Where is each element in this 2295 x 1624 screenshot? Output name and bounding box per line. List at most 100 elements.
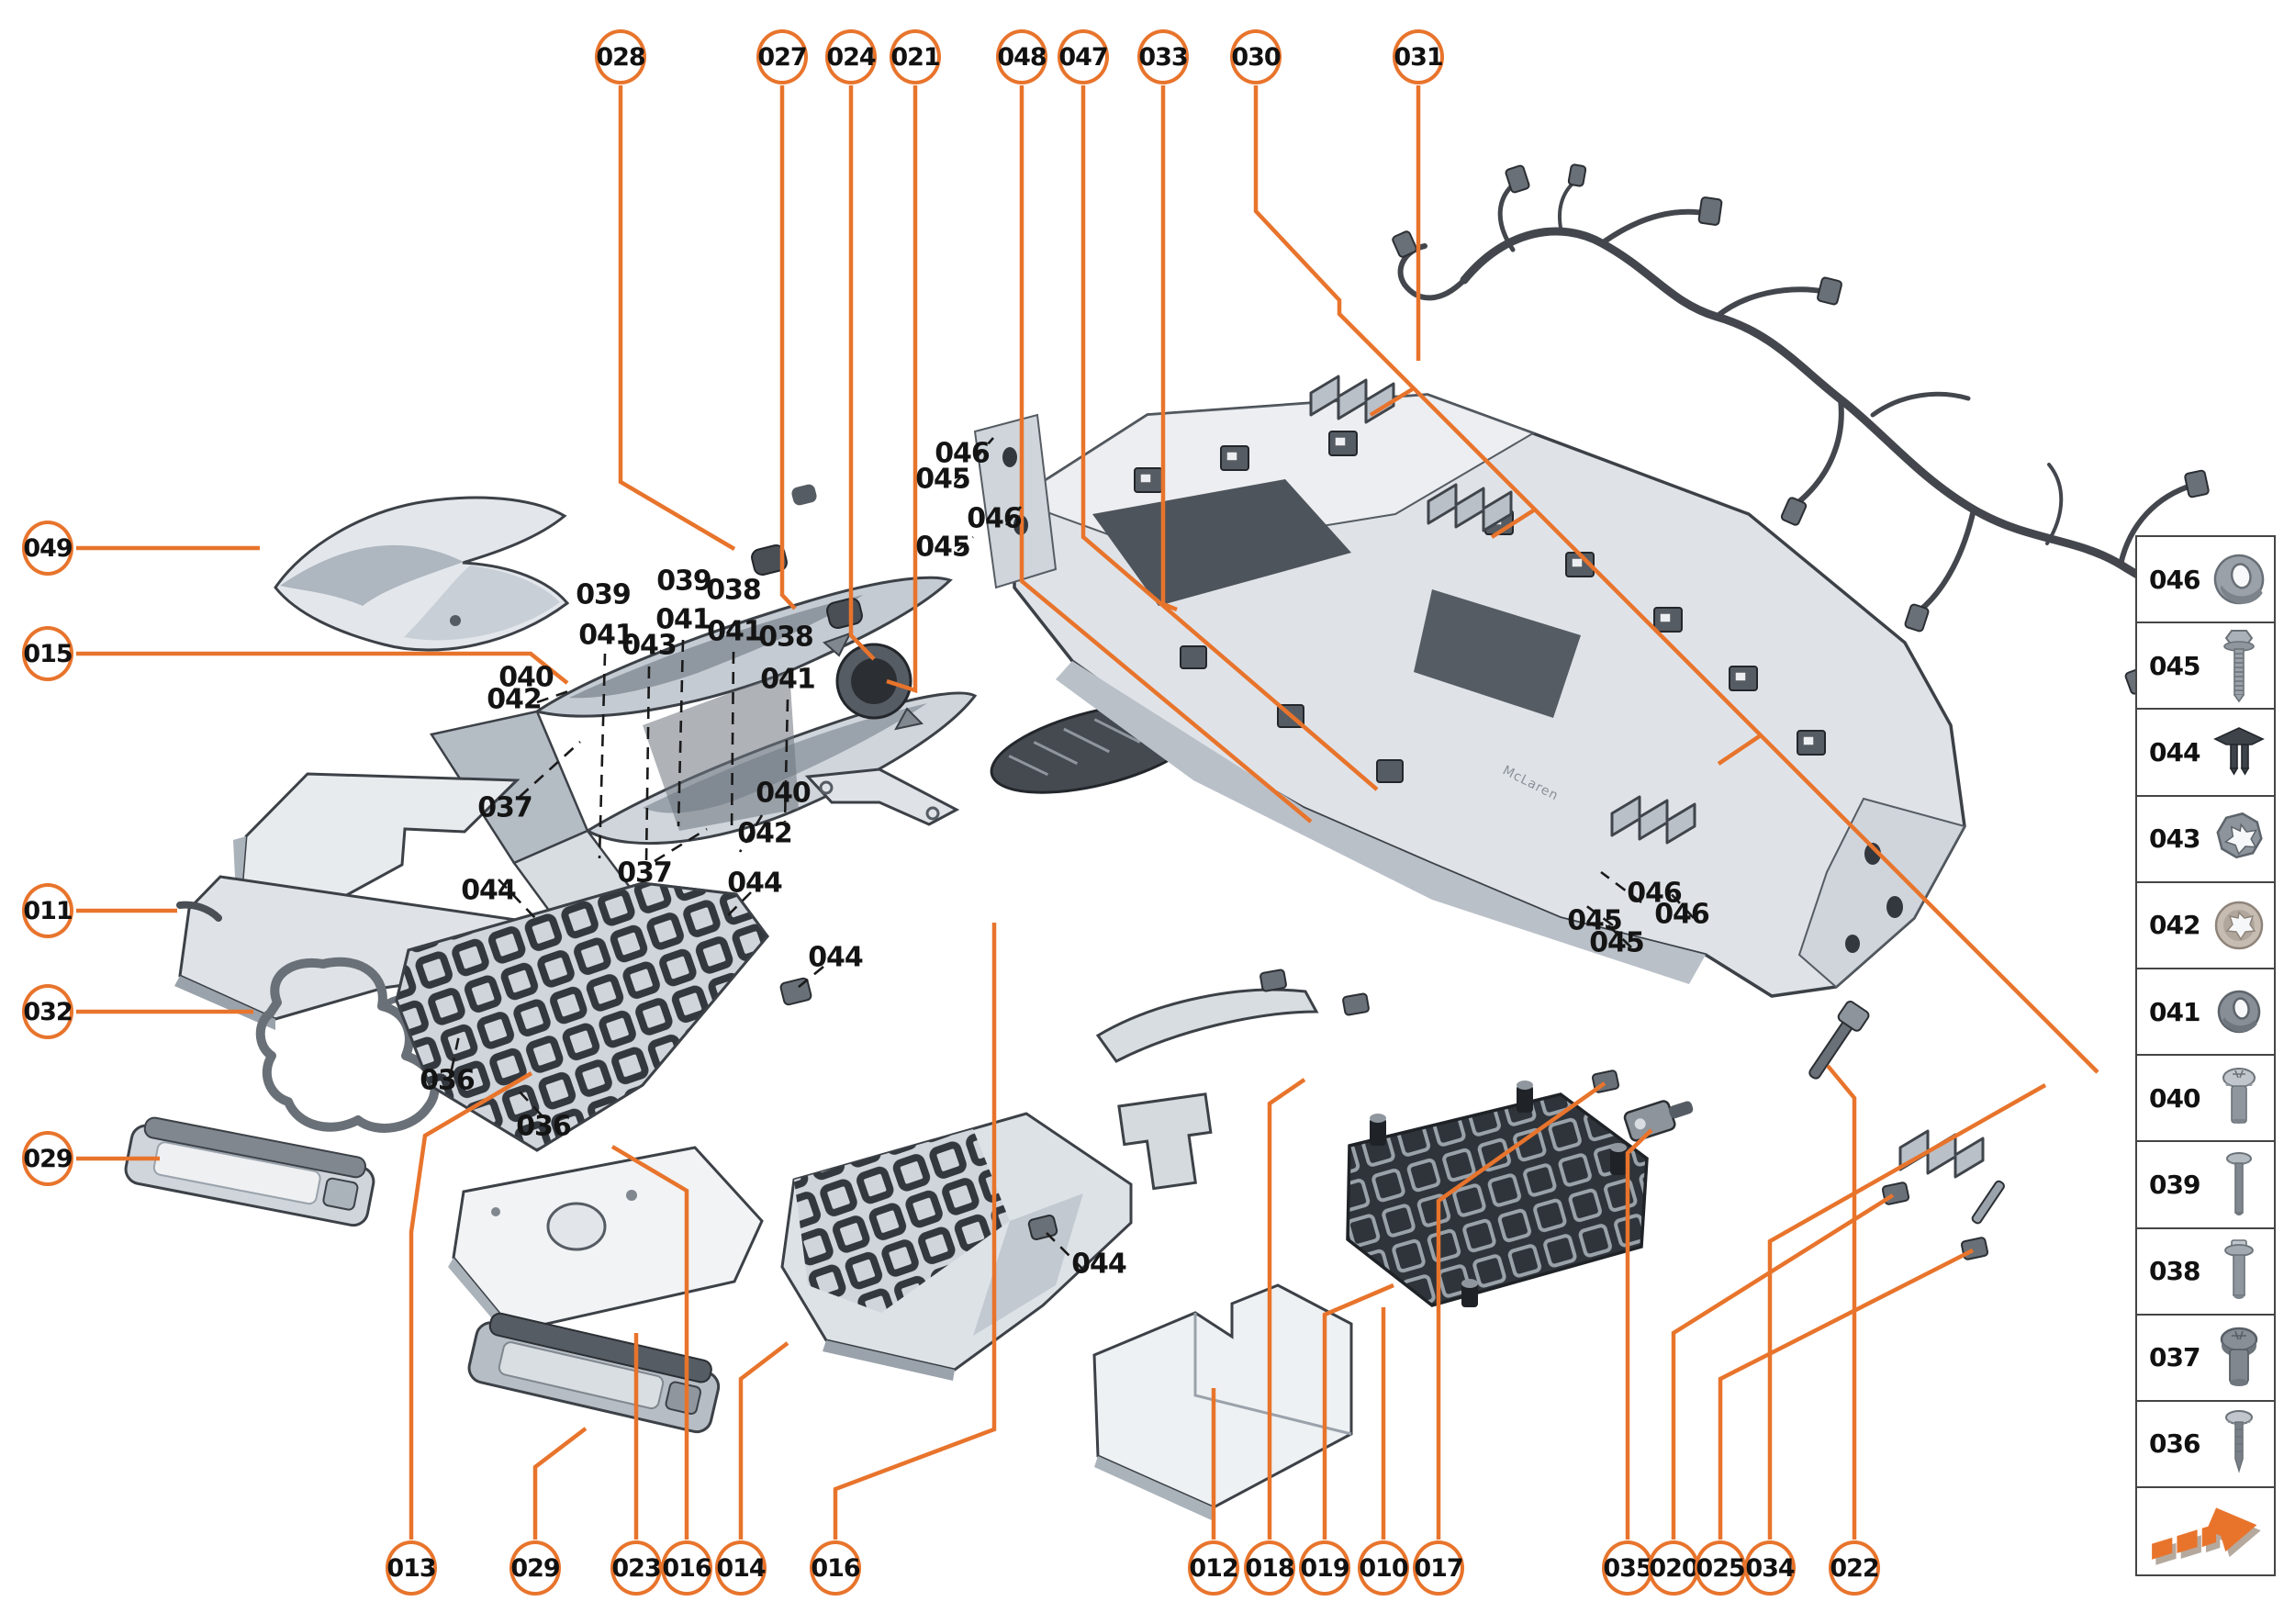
legend-part-number: 042: [2149, 910, 2200, 941]
part-ref-label: 045: [1567, 904, 1623, 937]
callout-balloon-034[interactable]: 034: [1744, 1540, 1796, 1596]
legend-row-043[interactable]: 043: [2137, 797, 2274, 883]
part-underdash-panel-illustration: [780, 1112, 1133, 1381]
callout-number: 019: [1300, 1553, 1349, 1583]
callout-number: 020: [1649, 1553, 1698, 1583]
legend-logo-cell: [2137, 1488, 2274, 1574]
part-fusebox-illustration: [1346, 1081, 1649, 1307]
fastener-legend: 046 045 044 043 042 041 040 039 038 037 036: [2135, 535, 2276, 1577]
callout-balloon-015[interactable]: 015: [22, 626, 73, 681]
part-small-clips-illustration: [779, 969, 1989, 1260]
callout-balloon-027[interactable]: 027: [756, 29, 808, 84]
callout-balloon-030[interactable]: 030: [1230, 29, 1282, 84]
callout-number: 017: [1414, 1553, 1463, 1583]
callout-balloon-025[interactable]: 025: [1695, 1540, 1746, 1596]
part-ref-label: 040: [498, 661, 554, 694]
callout-number: 032: [23, 997, 73, 1026]
callout-number: 012: [1189, 1553, 1238, 1583]
callout-balloon-032[interactable]: 032: [22, 984, 73, 1039]
trim-push-clip-icon: [2211, 711, 2267, 792]
legend-row-042[interactable]: 042: [2137, 883, 2274, 969]
legend-part-number: 038: [2149, 1256, 2200, 1287]
legend-part-number: 045: [2149, 650, 2200, 681]
part-ref-label: 041: [655, 603, 711, 636]
legend-row-040[interactable]: 040: [2137, 1056, 2274, 1143]
part-ref-label: 044: [727, 867, 783, 900]
callout-balloon-022[interactable]: 022: [1829, 1540, 1880, 1596]
callout-balloon-021[interactable]: 021: [890, 29, 941, 84]
callout-balloon-035[interactable]: 035: [1602, 1540, 1653, 1596]
callout-balloon-029[interactable]: 029: [22, 1131, 73, 1186]
callout-number: 015: [23, 639, 73, 668]
part-ref-label: 041: [578, 619, 634, 652]
callout-balloon-017[interactable]: 017: [1413, 1540, 1464, 1596]
callout-number: 014: [716, 1553, 766, 1583]
callout-balloon-016[interactable]: 016: [661, 1540, 712, 1596]
self-tapping-screw-icon: [2211, 1404, 2267, 1484]
part-actuator-illustration: [1623, 1100, 1694, 1142]
part-ref-label: 036: [420, 1064, 476, 1097]
callout-number: 030: [1231, 42, 1281, 72]
callout-balloon-012[interactable]: 012: [1188, 1540, 1239, 1596]
part-ref-label: 037: [617, 857, 673, 890]
callout-number: 027: [757, 42, 807, 72]
callout-number: 048: [997, 42, 1047, 72]
legend-part-number: 037: [2149, 1342, 2200, 1373]
callout-leader-lines: [76, 85, 2099, 1540]
pan-head-screw-large-icon: [2211, 1317, 2267, 1398]
part-ref-label: 045: [915, 531, 971, 564]
callout-balloon-024[interactable]: 024: [825, 29, 877, 84]
callout-balloon-014[interactable]: 014: [715, 1540, 767, 1596]
callout-number: 029: [23, 1144, 73, 1173]
part-strap-bracket-illustration: [804, 767, 960, 826]
callout-number: 023: [611, 1553, 661, 1583]
legend-row-046[interactable]: 046: [2137, 537, 2274, 624]
part-insulation-panel-illustration: [395, 881, 769, 1152]
callout-balloon-048[interactable]: 048: [996, 29, 1047, 84]
washer-flat-small-icon: [2211, 971, 2267, 1052]
callout-balloon-013[interactable]: 013: [386, 1540, 437, 1596]
callout-balloon-033[interactable]: 033: [1137, 29, 1189, 84]
part-ref-label: 037: [477, 791, 533, 824]
callout-balloon-029[interactable]: 029: [509, 1540, 561, 1596]
callout-number: 018: [1245, 1553, 1294, 1583]
callout-balloon-020[interactable]: 020: [1648, 1540, 1699, 1596]
callout-balloon-028[interactable]: 028: [595, 29, 646, 84]
callout-number: 025: [1696, 1553, 1745, 1583]
part-ref-label: 044: [461, 874, 517, 907]
legend-row-045[interactable]: 045: [2137, 623, 2274, 711]
legend-row-044[interactable]: 044: [2137, 710, 2274, 797]
legend-part-number: 040: [2149, 1082, 2200, 1114]
callout-balloon-023[interactable]: 023: [610, 1540, 662, 1596]
callout-number: 049: [23, 533, 73, 563]
callout-balloon-018[interactable]: 018: [1244, 1540, 1295, 1596]
callout-balloon-047[interactable]: 047: [1058, 29, 1109, 84]
legend-row-037[interactable]: 037: [2137, 1316, 2274, 1402]
part-ref-label: 038: [758, 621, 814, 654]
callout-number: 022: [1830, 1553, 1879, 1583]
legend-row-036[interactable]: 036: [2137, 1402, 2274, 1489]
callout-balloon-010[interactable]: 010: [1358, 1540, 1409, 1596]
callout-balloon-019[interactable]: 019: [1299, 1540, 1350, 1596]
callout-number: 021: [890, 42, 940, 72]
part-ref-label: 038: [706, 574, 762, 607]
legend-row-039[interactable]: 039: [2137, 1142, 2274, 1229]
lock-nut-octagonal-icon: [2211, 799, 2267, 879]
legend-part-number: 044: [2149, 736, 2200, 767]
legend-row-041[interactable]: 041: [2137, 969, 2274, 1057]
screw-long-flat-head-icon: [2211, 1144, 2267, 1225]
part-speaker-bar-lower-illustration: [467, 1312, 721, 1434]
callout-balloon-011[interactable]: 011: [22, 883, 73, 938]
part-ref-label: 045: [1589, 926, 1645, 959]
callout-balloon-031[interactable]: 031: [1393, 29, 1444, 84]
part-temp-sensor-illustration: [1808, 1001, 2005, 1225]
callout-balloon-016[interactable]: 016: [810, 1540, 861, 1596]
part-ref-label: 046: [1627, 877, 1683, 910]
part-ref-label: 039: [656, 565, 712, 598]
part-ref-label: 041: [760, 663, 816, 696]
callout-balloon-049[interactable]: 049: [22, 521, 73, 576]
legend-row-038[interactable]: 038: [2137, 1229, 2274, 1316]
callout-number: 035: [1603, 1553, 1652, 1583]
callout-number: 031: [1394, 42, 1443, 72]
